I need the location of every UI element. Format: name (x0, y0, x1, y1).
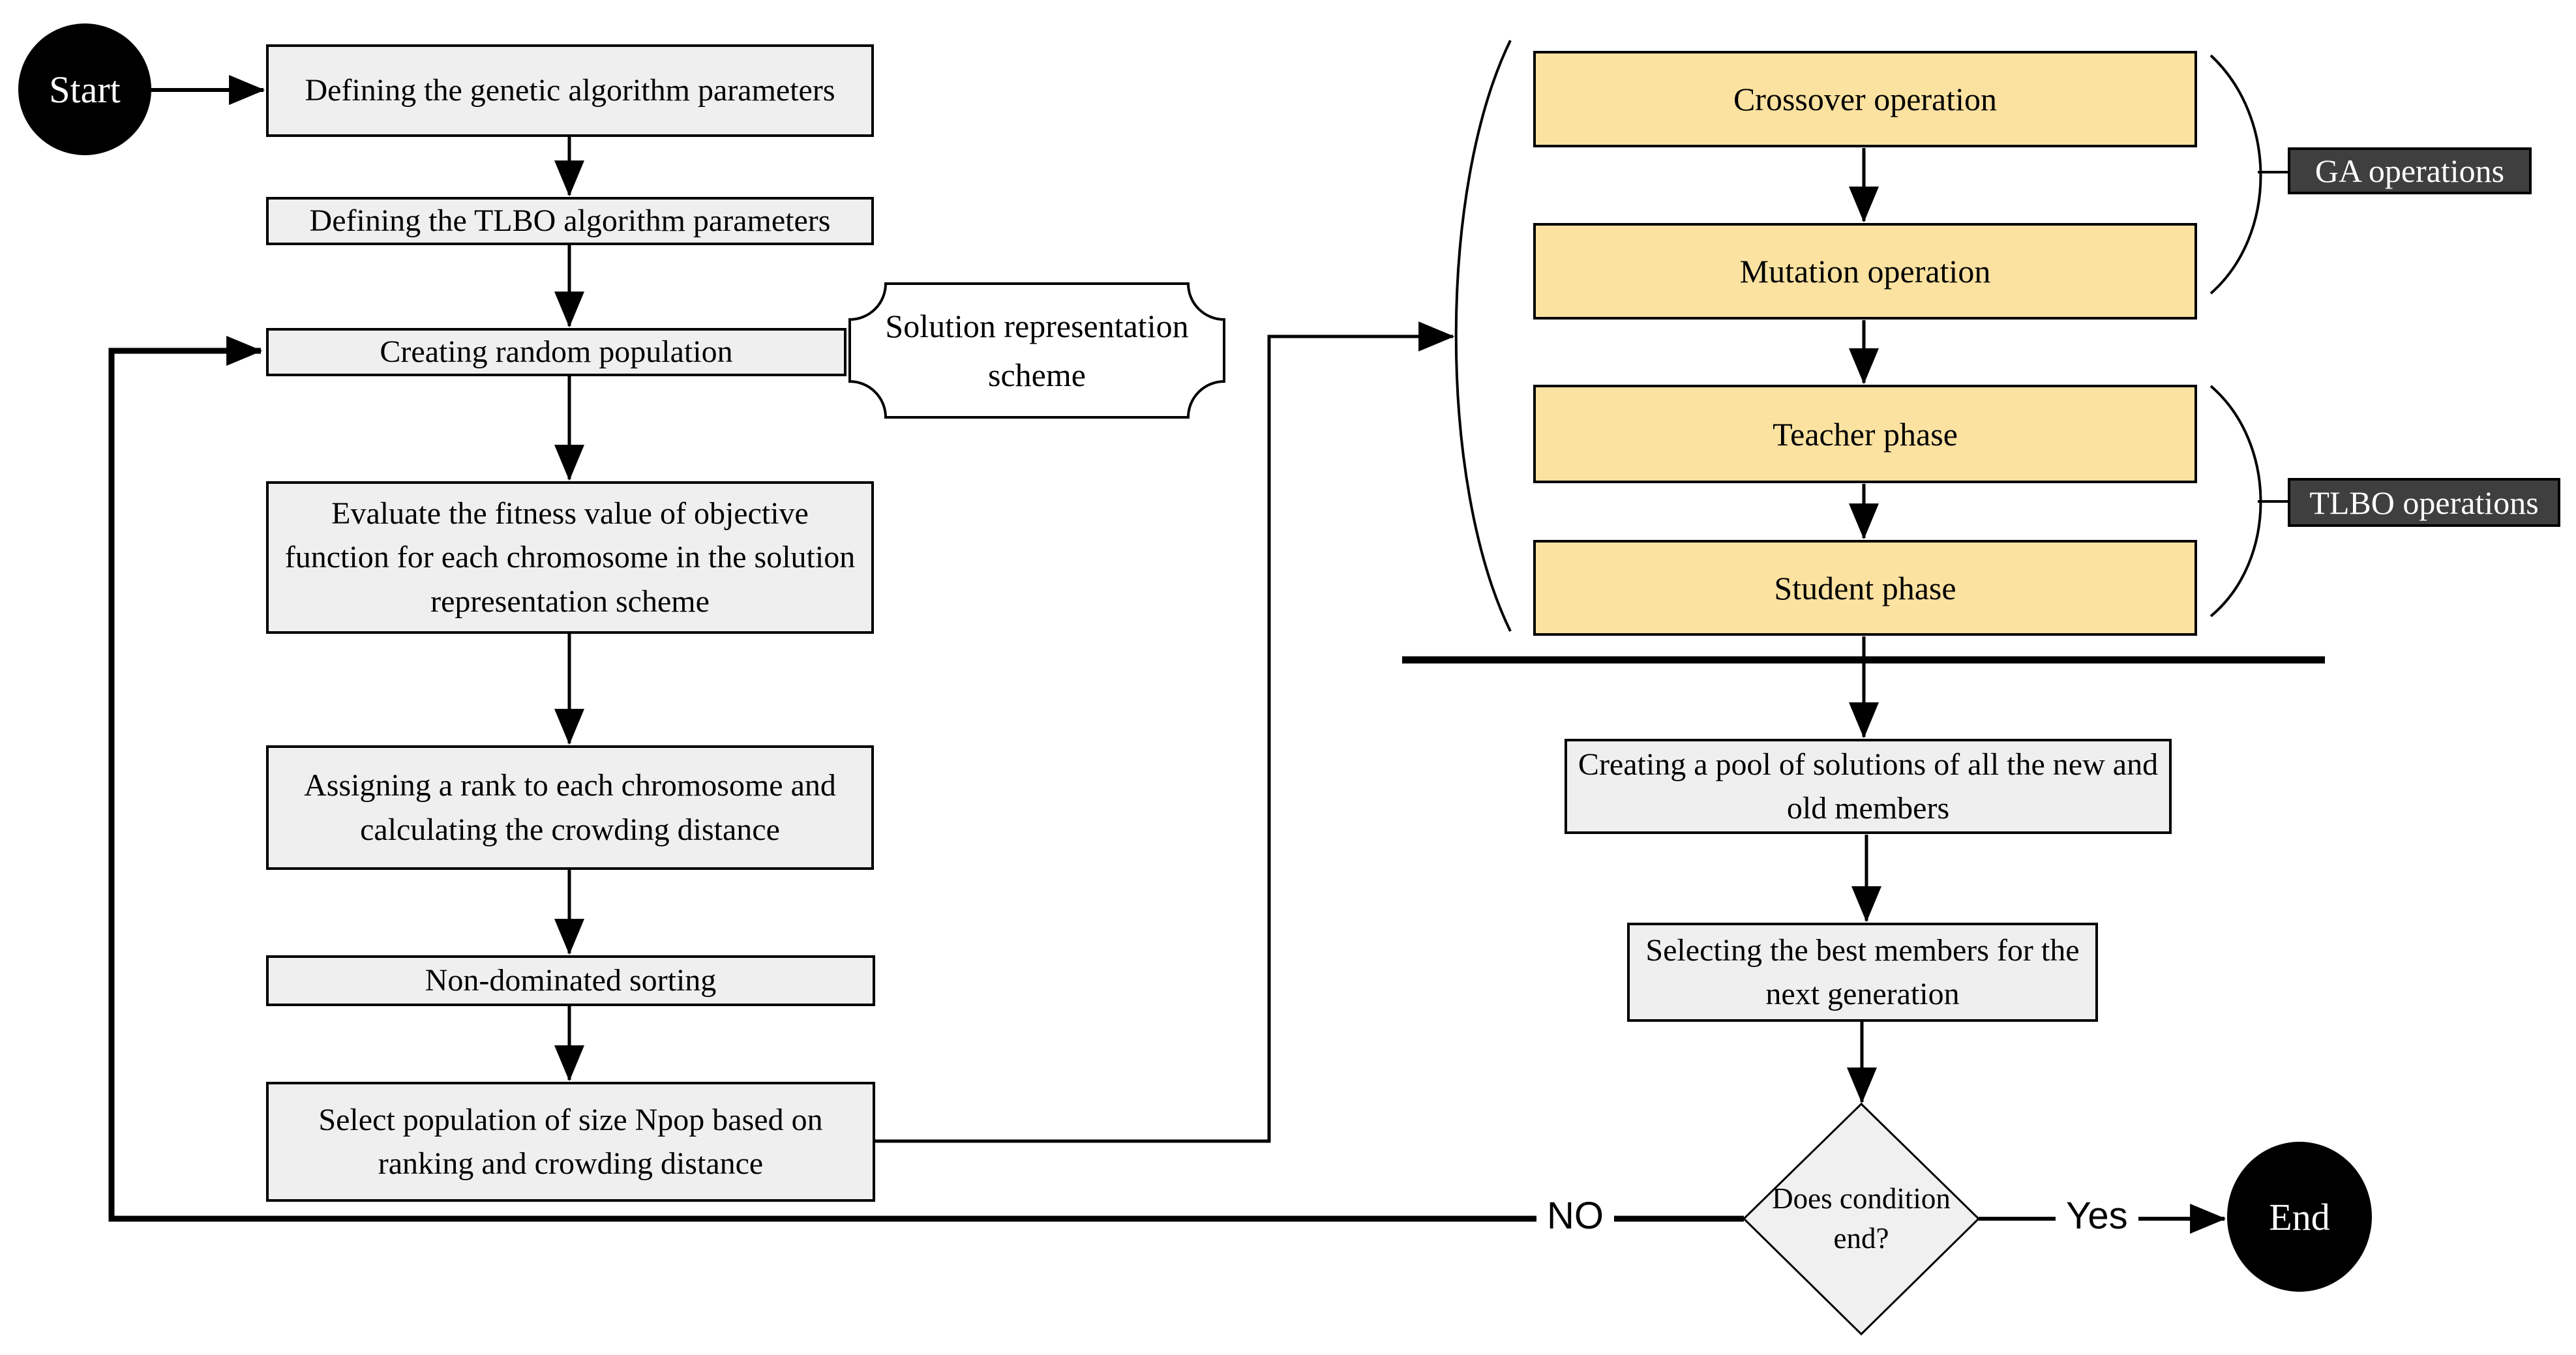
node-crossover-operation: Crossover operation (1533, 51, 2197, 147)
node-define-tlbo: Defining the TLBO algorithm parameters (266, 197, 874, 245)
operations-left-brace (1454, 40, 1512, 632)
end-terminal-shape (2227, 1142, 2372, 1292)
ga-operations-group-label: GA operations (2288, 147, 2532, 194)
start-terminal-label: Start (49, 68, 121, 111)
tlbo-operations-group-label: TLBO operations (2288, 478, 2560, 527)
edge-label-yes: Yes (2056, 1195, 2138, 1237)
node-evaluate-fitness: Evaluate the fitness value of objective … (266, 481, 874, 634)
node-select-best-members: Selecting the best members for the next … (1627, 923, 2098, 1022)
node-non-dominated-sorting: Non-dominated sorting (266, 955, 875, 1006)
edge-label-no: NO (1536, 1195, 1614, 1237)
solution-scheme-plaque-label: Solution representation scheme (885, 308, 1189, 393)
end-terminal-label: End (2269, 1195, 2330, 1238)
start-terminal-shape (18, 23, 151, 155)
node-student-phase: Student phase (1533, 540, 2197, 636)
node-create-population: Creating random population (266, 328, 846, 376)
node-define-ga: Defining the genetic algorithm parameter… (266, 44, 874, 137)
decision-diamond-label: Does condition end? (1772, 1182, 1951, 1255)
tlbo-group-brace (2209, 385, 2262, 618)
ga-group-brace (2209, 54, 2262, 295)
loop-decision-no-to-create-pop (108, 336, 1744, 1222)
node-select-population: Select population of size Npop based on … (266, 1082, 875, 1202)
node-mutation-operation: Mutation operation (1533, 223, 2197, 320)
node-teacher-phase: Teacher phase (1533, 385, 2197, 483)
solution-scheme-plaque-shape (848, 282, 1225, 419)
arrow-select-pop-to-operations (875, 321, 1455, 1143)
node-assign-rank: Assigning a rank to each chromosome and … (266, 745, 874, 870)
node-solution-pool: Creating a pool of solutions of all the … (1565, 739, 2172, 834)
decision-diamond-shape (1742, 1102, 1981, 1336)
